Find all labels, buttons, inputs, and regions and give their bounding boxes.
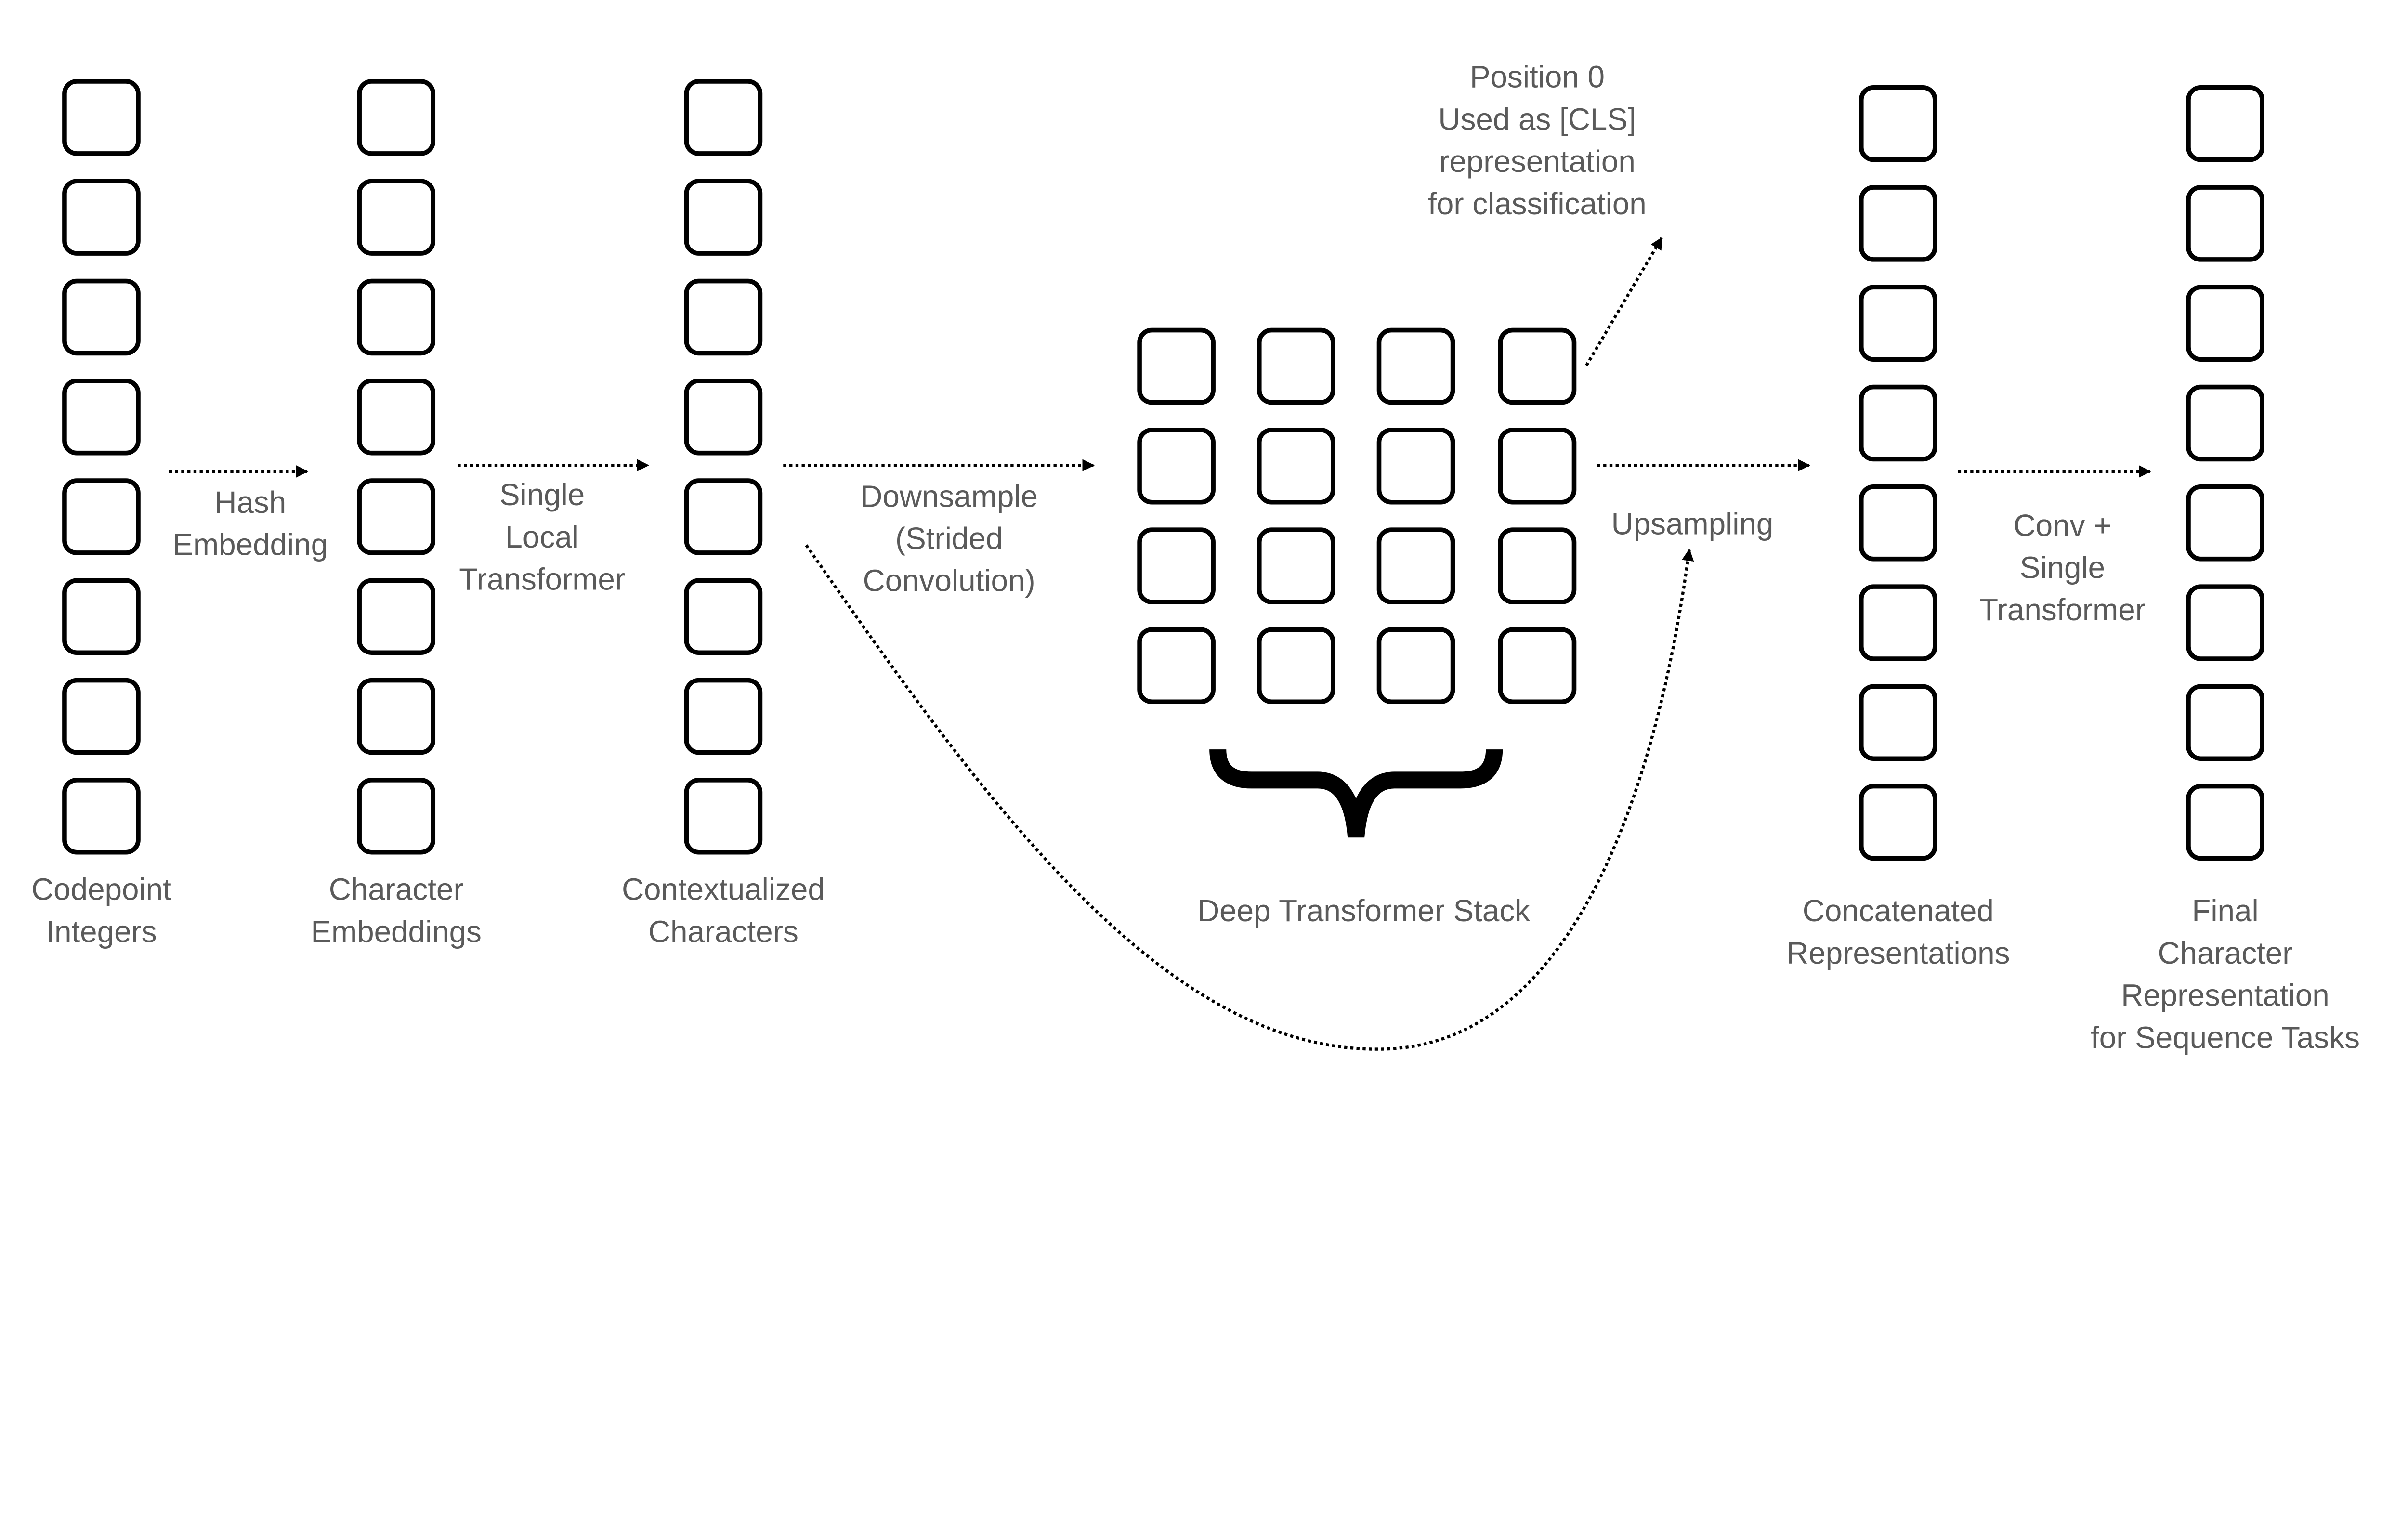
char-embedding-box xyxy=(357,278,436,356)
final-representation-label: Representation xyxy=(2121,978,2329,1013)
codepoint-box xyxy=(62,278,141,356)
local-transformer-label: Local xyxy=(505,520,578,554)
contextualized-box xyxy=(684,778,763,855)
deep-stack-box xyxy=(1257,527,1335,604)
character-embeddings-label: Embeddings xyxy=(311,914,481,949)
codepoint-box xyxy=(62,778,141,855)
downsample-label: (Strided xyxy=(895,521,1003,556)
contextualized-box xyxy=(684,79,763,156)
boxes xyxy=(62,79,2264,861)
final-representation-label: Character xyxy=(2158,936,2293,970)
deep-stack-box xyxy=(1498,627,1577,705)
final-box xyxy=(2186,784,2264,861)
deep-stack-box xyxy=(1376,627,1455,705)
canine-architecture-diagram: HashEmbeddingSingleLocalTransformerDowns… xyxy=(31,60,2360,1055)
concatenated-box xyxy=(1859,784,1937,861)
concatenated-representations-label: Concatenated xyxy=(1803,893,1994,928)
deep-stack-box xyxy=(1137,527,1216,604)
contextualized-box xyxy=(684,179,763,256)
codepoint-box xyxy=(62,379,141,456)
char-embedding-box xyxy=(357,379,436,456)
cls-note-label: Used as [CLS] xyxy=(1438,102,1636,136)
codepoint-integers-label: Integers xyxy=(46,914,157,949)
codepoint-box xyxy=(62,678,141,755)
cls-note-label: for classification xyxy=(1428,186,1647,221)
char-embedding-box xyxy=(357,179,436,256)
concatenated-representations-label: Representations xyxy=(1786,936,2010,970)
deep-stack-box xyxy=(1137,428,1216,505)
contextualized-box xyxy=(684,278,763,356)
codepoint-box xyxy=(62,478,141,555)
char-embedding-box xyxy=(357,478,436,555)
upsampling-label: Upsampling xyxy=(1611,507,1774,541)
cls-note-label: Position 0 xyxy=(1470,60,1605,94)
downsample-label: Downsample xyxy=(860,479,1038,513)
deep-stack-box xyxy=(1257,428,1335,505)
local-transformer-label: Single xyxy=(499,477,585,512)
concatenated-box xyxy=(1859,584,1937,661)
final-representation-label: Final xyxy=(2192,893,2258,928)
concatenated-box xyxy=(1859,185,1937,262)
final-box xyxy=(2186,285,2264,362)
arrow-residual-curve xyxy=(805,544,1694,1051)
deep-stack-box xyxy=(1498,327,1577,405)
local-transformer-label: Transformer xyxy=(459,562,625,596)
contextualized-box xyxy=(684,379,763,456)
final-box xyxy=(2186,185,2264,262)
codepoint-integers-label: Codepoint xyxy=(31,872,171,907)
contextualized-characters-label: Characters xyxy=(648,914,798,949)
conv-transformer-label: Transformer xyxy=(1979,592,2146,627)
codepoint-box xyxy=(62,578,141,655)
concatenated-box xyxy=(1859,85,1937,162)
char-embedding-box xyxy=(357,79,436,156)
contextualized-box xyxy=(684,578,763,655)
hash-embedding-label: Embedding xyxy=(172,527,328,562)
deep-transformer-stack-label: Deep Transformer Stack xyxy=(1197,893,1530,928)
final-representation-label: for Sequence Tasks xyxy=(2091,1020,2360,1055)
deep-stack-box xyxy=(1257,327,1335,405)
deep-stack-box xyxy=(1376,428,1455,505)
contextualized-characters-label: Contextualized xyxy=(622,872,825,907)
deep-stack-box xyxy=(1257,627,1335,705)
concatenated-box xyxy=(1859,384,1937,462)
deep-stack-box xyxy=(1376,527,1455,604)
character-embeddings-label: Character xyxy=(329,872,464,907)
final-box xyxy=(2186,684,2264,761)
concatenated-box xyxy=(1859,684,1937,761)
brace xyxy=(1209,749,1503,838)
downsample-label: Convolution) xyxy=(863,563,1035,598)
codepoint-box xyxy=(62,179,141,256)
char-embedding-box xyxy=(357,678,436,755)
char-embedding-box xyxy=(357,578,436,655)
final-box xyxy=(2186,484,2264,562)
final-box xyxy=(2186,584,2264,661)
conv-transformer-label: Conv + xyxy=(2014,508,2112,543)
contextualized-box xyxy=(684,478,763,555)
conv-transformer-label: Single xyxy=(2020,550,2105,585)
concatenated-box xyxy=(1859,285,1937,362)
deep-stack-box xyxy=(1498,428,1577,505)
labels: HashEmbeddingSingleLocalTransformerDowns… xyxy=(31,60,2360,1055)
final-box xyxy=(2186,85,2264,162)
deep-stack-box xyxy=(1376,327,1455,405)
char-embedding-box xyxy=(357,778,436,855)
hash-embedding-label: Hash xyxy=(214,485,286,520)
deep-stack-box xyxy=(1498,527,1577,604)
codepoint-box xyxy=(62,79,141,156)
cls-note-label: representation xyxy=(1439,144,1636,179)
concatenated-box xyxy=(1859,484,1937,562)
deep-stack-box xyxy=(1137,327,1216,405)
final-box xyxy=(2186,384,2264,462)
arrow-cls xyxy=(1585,237,1663,366)
contextualized-box xyxy=(684,678,763,755)
deep-stack-box xyxy=(1137,627,1216,705)
